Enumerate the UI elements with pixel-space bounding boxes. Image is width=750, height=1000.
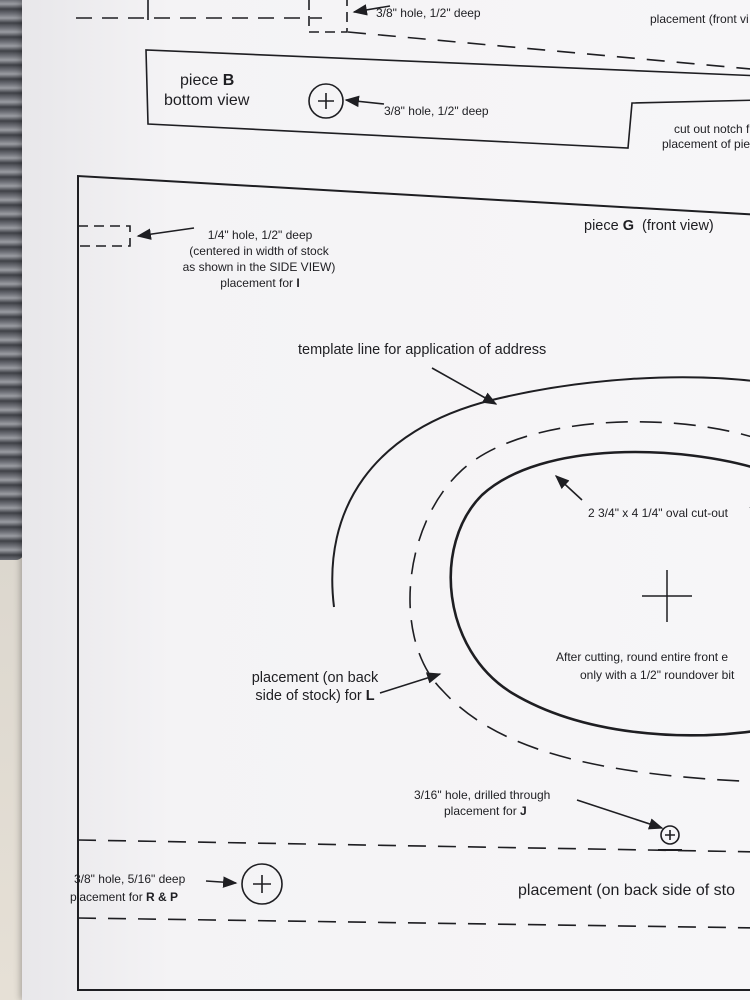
- template-arc: [331, 376, 750, 608]
- template-line-note: template line for application of address: [298, 342, 547, 358]
- top-strip-dashed-line: [347, 31, 750, 70]
- small-hole-dashed: [78, 225, 131, 247]
- rp-note-line2: placement for R & P: [70, 890, 178, 904]
- piece-b-title: piece B: [180, 72, 234, 90]
- lower-dashed-line-2: [77, 917, 750, 929]
- oval-cutout: [449, 450, 750, 737]
- back-placement-note: placement (on back side of sto: [518, 882, 736, 899]
- drill-j-arrow: [576, 799, 664, 830]
- notch-note-line2: placement of pie: [662, 137, 750, 151]
- piece-g-title: piece G (front view): [584, 218, 714, 234]
- placement-l-line1: placement (on back: [251, 670, 379, 686]
- center-cross: [642, 570, 692, 622]
- drill-j-letter: J: [520, 804, 527, 818]
- placement-l-arrow: [379, 672, 442, 694]
- round-note-line1: After cutting, round entire front e: [556, 650, 729, 664]
- piece-b-hole-circle: [308, 83, 344, 119]
- pattern-sheet: 3/8" hole, 1/2" deep placement (front vi…: [22, 0, 750, 1000]
- drill-j-note-line2: placement for J: [444, 804, 527, 818]
- small-hole-note-letter: I: [296, 276, 300, 290]
- drill-j-circle: [660, 825, 680, 845]
- drill-j-note-line1: 3/16" hole, drilled through: [414, 788, 551, 802]
- oval-note: 2 3/4" x 4 1/4" oval cut-out: [588, 506, 728, 520]
- piece-b-hole-note: 3/8" hole, 1/2" deep: [384, 104, 489, 118]
- piece-g-border: [77, 174, 750, 991]
- placement-arc-dashed: [409, 421, 750, 783]
- top-placement-note: placement (front vi: [650, 12, 749, 26]
- rp-hole-cross: [253, 875, 271, 893]
- piece-g-letter: G: [622, 218, 634, 234]
- spiral-binding: [0, 0, 24, 560]
- piece-g-title-prefix: piece: [584, 218, 619, 234]
- piece-b-letter: B: [222, 72, 235, 89]
- top-strip-hole-outline: [308, 0, 348, 33]
- placement-l-letter: L: [365, 688, 375, 704]
- piece-g-title-suffix: (front view): [642, 218, 714, 234]
- rp-note-line1: 3/8" hole, 5/16" deep: [74, 872, 186, 886]
- small-hole-note-line2: (centered in width of stock: [189, 244, 329, 258]
- placement-l-line2: side of stock) for L: [240, 688, 390, 704]
- placement-l-line2-prefix: side of stock) for: [255, 688, 362, 704]
- piece-b-view: bottom view: [164, 92, 250, 109]
- top-strip-arrow: [352, 4, 391, 16]
- pattern-drawing: [76, 0, 750, 991]
- rp-letters: R & P: [146, 890, 179, 904]
- small-hole-note-line3: as shown in the SIDE VIEW): [182, 260, 336, 274]
- piece-b-hole-cross: [318, 93, 334, 109]
- round-note-line2: only with a 1/2" roundover bit: [580, 668, 735, 682]
- small-hole-note-line4-prefix: placement for: [220, 276, 293, 290]
- notch-note-line1: cut out notch f: [674, 122, 750, 136]
- rp-arrow: [205, 876, 238, 888]
- lower-dashed-line-1: [77, 839, 750, 853]
- template-arrow: [431, 367, 498, 405]
- small-hole-arrow: [136, 227, 195, 240]
- small-hole-note-line1: 1/4" hole, 1/2" deep: [207, 228, 313, 242]
- small-hole-note-line4: placement for I: [160, 276, 360, 290]
- piece-b-outline: [145, 49, 750, 149]
- rp-hole-circle: [241, 863, 283, 905]
- rp-note-line2-prefix: placement for: [70, 890, 143, 904]
- piece-b-title-text: piece: [180, 72, 219, 89]
- piece-b-arrow: [344, 95, 385, 108]
- drill-j-note-line2-prefix: placement for: [444, 804, 517, 818]
- top-hole-note: 3/8" hole, 1/2" deep: [376, 6, 481, 20]
- oval-arrow: [554, 475, 583, 501]
- drill-j-cross: [665, 830, 675, 840]
